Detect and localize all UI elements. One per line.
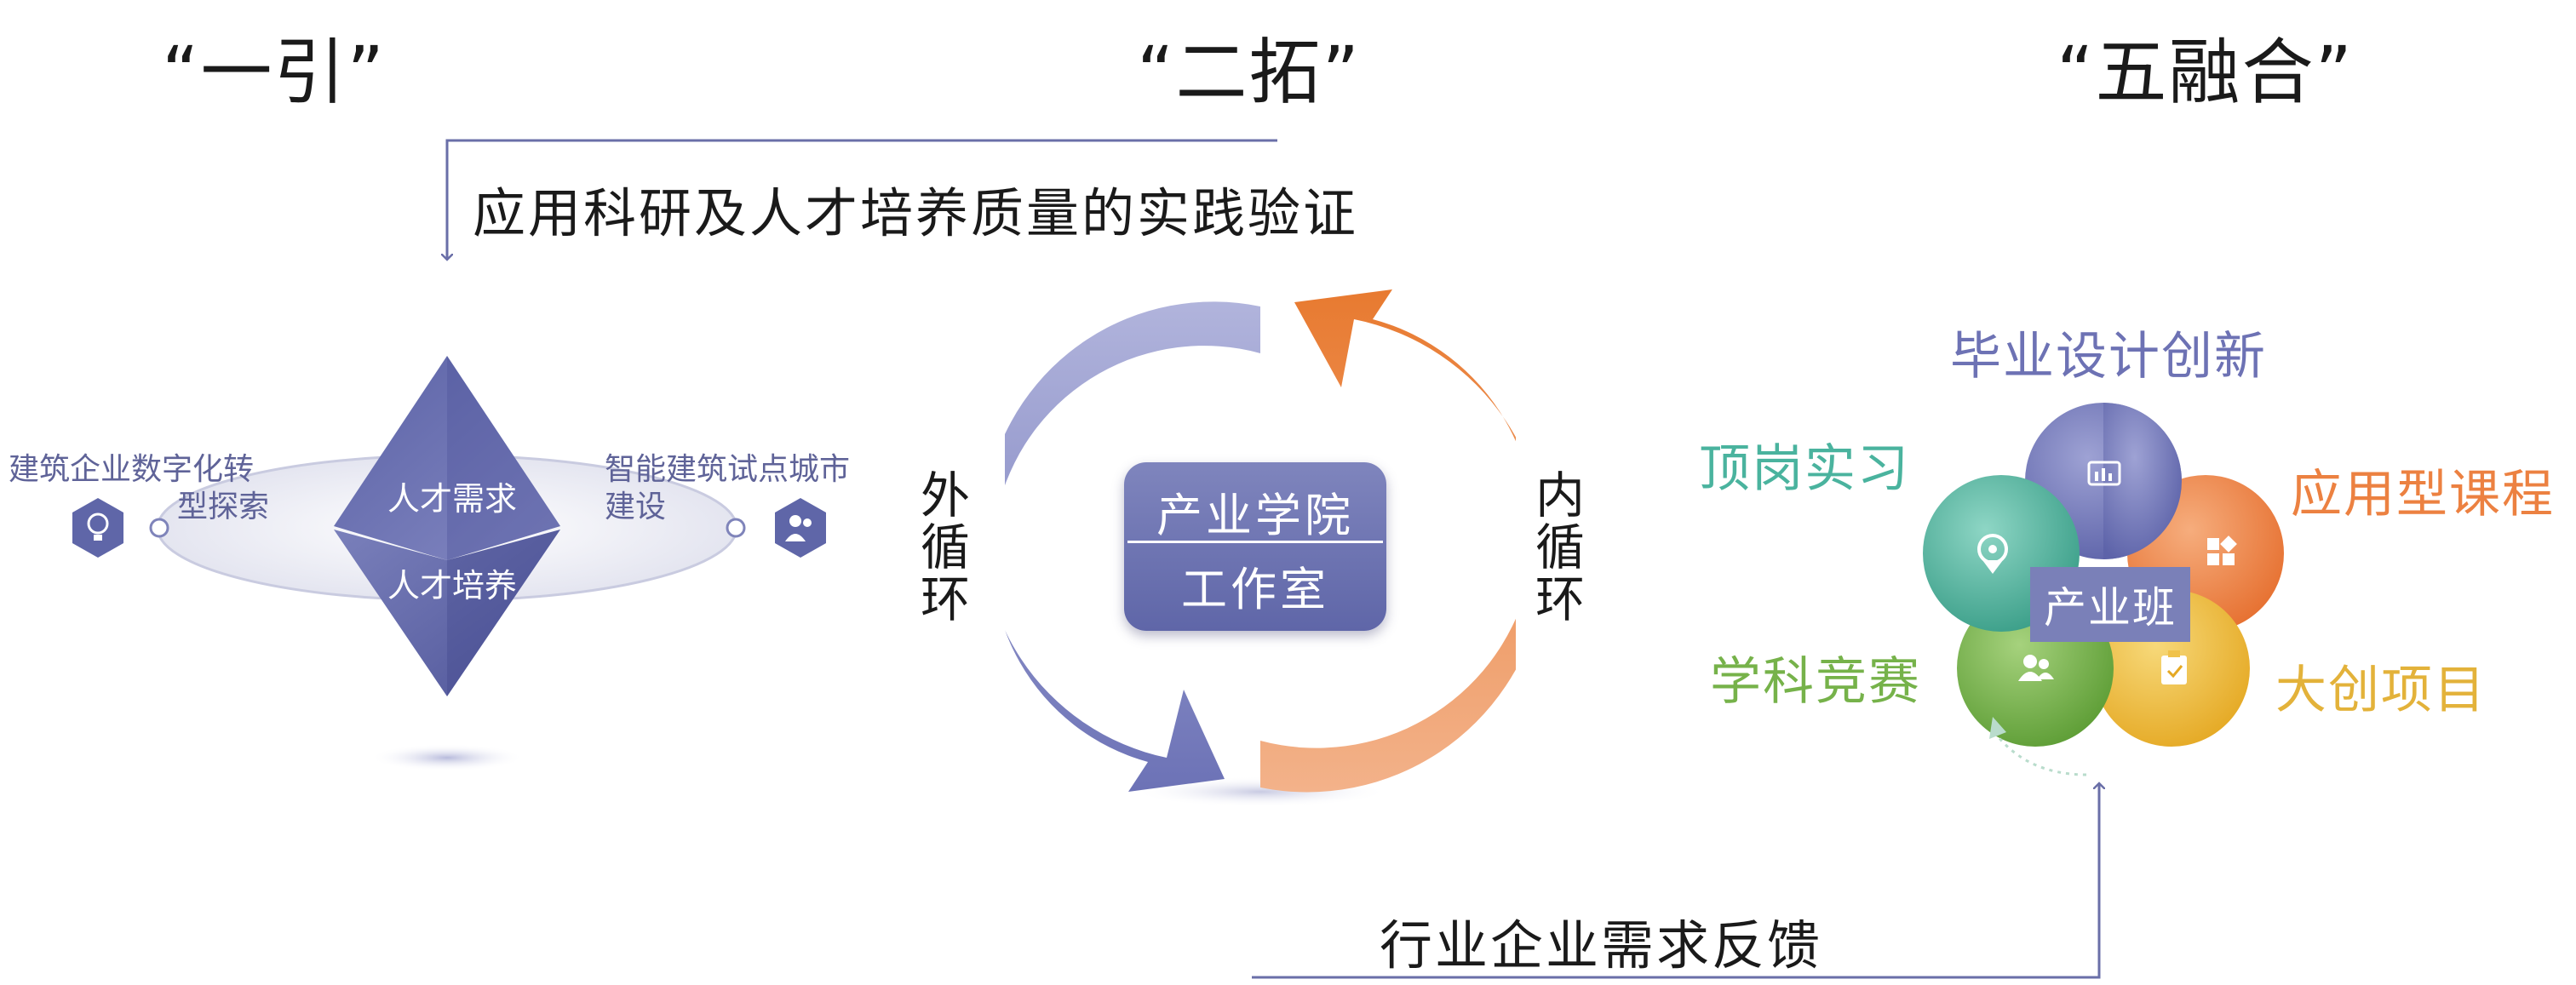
left-caption-line1: 建筑企业数字化转	[9, 452, 255, 487]
center-box-divider	[1127, 541, 1383, 543]
diamond-lower	[334, 530, 560, 696]
flower-graphic	[1923, 403, 2284, 776]
heading-yi-yin: “一引”	[162, 31, 387, 114]
right-caption-line2: 建设	[605, 490, 667, 524]
lightbulb-icon	[72, 498, 123, 558]
clipboard-icon	[2161, 650, 2187, 684]
left-panel-graphic	[72, 356, 826, 771]
heading-er-tuo: “二拓”	[1137, 31, 1362, 114]
inner-cycle-label: 内循环	[1535, 467, 1585, 628]
label-competition: 学科竞赛	[1710, 652, 1921, 712]
chart-icon	[2087, 461, 2121, 486]
dotted-return-arrow	[1993, 731, 2087, 776]
people-icon	[2018, 655, 2054, 681]
diamond-label-bottom: 人才培养	[387, 567, 518, 604]
orbit-node-left	[149, 518, 169, 538]
center-box: 产业学院 工作室	[1124, 462, 1386, 631]
top-flow-arrow	[447, 139, 1277, 260]
center-box-line2: 工作室	[1181, 563, 1329, 616]
left-caption-line2: 型探索	[177, 490, 270, 524]
users-icon	[775, 498, 826, 558]
diamond-label-top: 人才需求	[387, 480, 518, 518]
bottom-flow-arrow	[1252, 783, 2099, 979]
center-class-badge: 产业班	[2030, 567, 2190, 642]
label-applied-course: 应用型课程	[2291, 465, 2555, 524]
label-graduation-design: 毕业设计创新	[1950, 327, 2267, 387]
label-internship: 顶岗实习	[1699, 439, 1910, 499]
right-caption-line1: 智能建筑试点城市	[605, 452, 851, 487]
location-icon	[1977, 534, 2008, 574]
label-innovation-project: 大创项目	[2275, 661, 2487, 720]
outer-cycle-label: 外循环	[920, 467, 970, 628]
bottom-flow-label: 行业企业需求反馈	[1380, 914, 1823, 976]
heading-wu-ronghe: “五融合”	[2057, 31, 2355, 114]
top-flow-label: 应用科研及人才培养质量的实践验证	[473, 182, 1359, 244]
cycle-graphic	[1005, 289, 1516, 807]
center-box-line1: 产业学院	[1156, 489, 1354, 542]
orbit-node-right	[726, 518, 746, 538]
grid-icon	[2207, 535, 2237, 565]
diamond-upper	[334, 356, 560, 560]
diamond-shadow	[370, 744, 524, 771]
